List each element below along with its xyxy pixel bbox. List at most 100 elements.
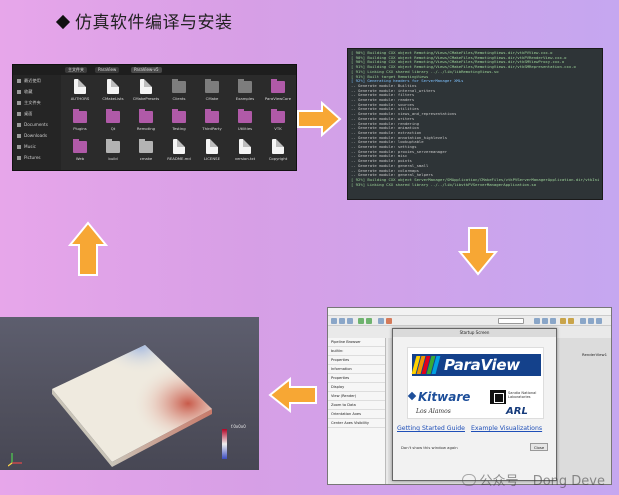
logo-panel: ParaView Kitware Sandia National Laborat… — [407, 347, 544, 419]
panel-row[interactable]: builtin: — [328, 347, 385, 356]
toolbar — [328, 316, 611, 326]
file-item[interactable]: CMakePresets — [131, 79, 161, 109]
file-label: README.md — [167, 156, 191, 161]
sidebar-item[interactable]: 收藏 — [13, 86, 61, 97]
file-icon — [140, 79, 152, 94]
title-text: 仿真软件编译与安装 — [75, 13, 233, 33]
file-item[interactable]: Clients — [164, 79, 194, 109]
terminal-line: -- Generate module: colormaps — [351, 168, 419, 173]
file-item[interactable]: LICENSE — [197, 139, 227, 169]
arrow-down-icon — [458, 227, 498, 276]
panel-row[interactable]: View (Render) — [328, 392, 385, 401]
file-item[interactable]: Copyright — [263, 139, 293, 169]
file-item[interactable]: Testing — [164, 109, 194, 139]
file-label: Examples — [235, 96, 255, 101]
folder-icon — [17, 156, 21, 160]
terminal-line: -- Generate module: misc — [351, 154, 408, 159]
folder-icon — [73, 139, 87, 153]
terminal-line: -- Generate module: general_helpers — [351, 173, 433, 178]
panel-row[interactable]: Properties — [328, 356, 385, 365]
terminal-line: [ 92%] Building CXX object ServerManager… — [351, 177, 599, 182]
file-label: CMakePresets — [132, 96, 160, 101]
lanl-logo: Los Alamos — [416, 408, 451, 415]
file-item[interactable]: AUTHORS — [65, 79, 95, 109]
terminal-line: -- Generate module: lookuptable — [351, 140, 424, 145]
sidebar-item-label: Downloads — [24, 133, 47, 138]
example-visualizations-link[interactable]: Example Visualizations — [470, 425, 543, 432]
sidebar-item[interactable]: 桌面 — [13, 108, 61, 119]
terminal-line: -- Generate module: readers — [351, 98, 415, 103]
file-item[interactable]: Utilities — [230, 109, 260, 139]
file-item[interactable]: ThirdParty — [197, 109, 227, 139]
file-item[interactable]: Qt — [98, 109, 128, 139]
arrow-right-icon — [297, 101, 342, 137]
panel-row[interactable]: Zoom to Data — [328, 401, 385, 410]
file-manager-titlebar: 主文件夹 ParaView ParaView-v5 — [13, 65, 296, 75]
folder-icon — [205, 79, 219, 93]
file-label: Web — [75, 156, 85, 161]
folder-icon — [271, 79, 285, 93]
file-item[interactable]: Plugins — [65, 109, 95, 139]
panel-row[interactable]: Display — [328, 383, 385, 392]
heated-plate-render — [52, 345, 212, 467]
folder-icon — [271, 109, 285, 123]
file-label: ThirdParty — [202, 126, 222, 131]
file-item[interactable]: CMake — [197, 79, 227, 109]
file-item[interactable]: build — [98, 139, 128, 169]
file-icon — [272, 139, 284, 154]
paraview-logo-icon — [411, 356, 441, 374]
file-item[interactable]: Examples — [230, 79, 260, 109]
panel-row[interactable]: Properties — [328, 374, 385, 383]
folder-icon — [205, 109, 219, 123]
getting-started-link[interactable]: Getting Started Guide — [397, 425, 465, 432]
terminal-line: -- Generate module: extraction — [351, 130, 422, 135]
file-item[interactable]: README.md — [164, 139, 194, 169]
close-button[interactable]: Close — [530, 443, 548, 451]
breadcrumb-item[interactable]: 主文件夹 — [65, 67, 87, 73]
panel-row[interactable]: Center Axes Visibility — [328, 419, 385, 428]
breadcrumb-item[interactable]: ParaView — [95, 67, 120, 73]
panel-row[interactable]: Orientation Axes — [328, 410, 385, 419]
terminal-line: [ 92%] Generating headers for ServerMana… — [351, 79, 464, 84]
file-item[interactable]: CMakeLists — [98, 79, 128, 109]
terminal-line: [ 90%] Building CXX object Remoting/View… — [351, 51, 553, 55]
paraview-banner: ParaView — [411, 354, 541, 376]
file-icon — [74, 79, 86, 94]
sidebar-item[interactable]: 最近使用 — [13, 75, 61, 86]
file-item[interactable]: Remoting — [131, 109, 161, 139]
file-item[interactable]: version.txt — [230, 139, 260, 169]
terminal-line: -- Generate module: general_small — [351, 163, 429, 168]
file-label: CMake — [205, 96, 219, 101]
file-item[interactable]: VTK — [263, 109, 293, 139]
file-label: Testing — [172, 126, 186, 131]
arrow-left-icon — [268, 377, 317, 413]
terminal-line: -- Generate module: utilities — [351, 107, 419, 112]
folder-icon — [17, 123, 21, 127]
file-item[interactable]: ParaViewCore — [263, 79, 293, 109]
sidebar-item[interactable]: Pictures — [13, 152, 61, 163]
terminal-line: -- Generate module: proxies_servermanage… — [351, 149, 448, 154]
panel-row[interactable]: Pipeline Browser — [328, 338, 385, 347]
sidebar-item[interactable]: Music — [13, 141, 61, 152]
sidebar-item[interactable]: Documents — [13, 119, 61, 130]
dialog-links: Getting Started Guide Example Visualizati… — [397, 425, 554, 432]
arrow-up-icon — [68, 221, 108, 276]
file-item[interactable]: Web — [65, 139, 95, 169]
sidebar-item-label: 收藏 — [24, 89, 33, 94]
render-result-view[interactable]: f.0x0x0 — [0, 317, 259, 470]
terminal-line: -- Generate module: points — [351, 159, 412, 164]
sidebar-item[interactable]: 主文件夹 — [13, 97, 61, 108]
watermark-channel: 公众号 — [479, 474, 519, 489]
dont-show-checkbox[interactable]: Don't show this window again — [401, 445, 458, 450]
terminal-line: -- Generate module: writers — [351, 116, 415, 121]
terminal-line: -- Generate module: animation — [351, 126, 419, 131]
folder-icon — [238, 79, 252, 93]
sidebar-item[interactable]: Downloads — [13, 130, 61, 141]
file-item[interactable]: cmake — [131, 139, 161, 169]
panel-row[interactable]: Information — [328, 365, 385, 374]
breadcrumb-item[interactable]: ParaView-v5 — [131, 67, 162, 73]
dialog-title: Startup Screen — [393, 329, 556, 337]
file-label: Plugins — [73, 126, 87, 131]
folder-icon — [139, 139, 153, 153]
